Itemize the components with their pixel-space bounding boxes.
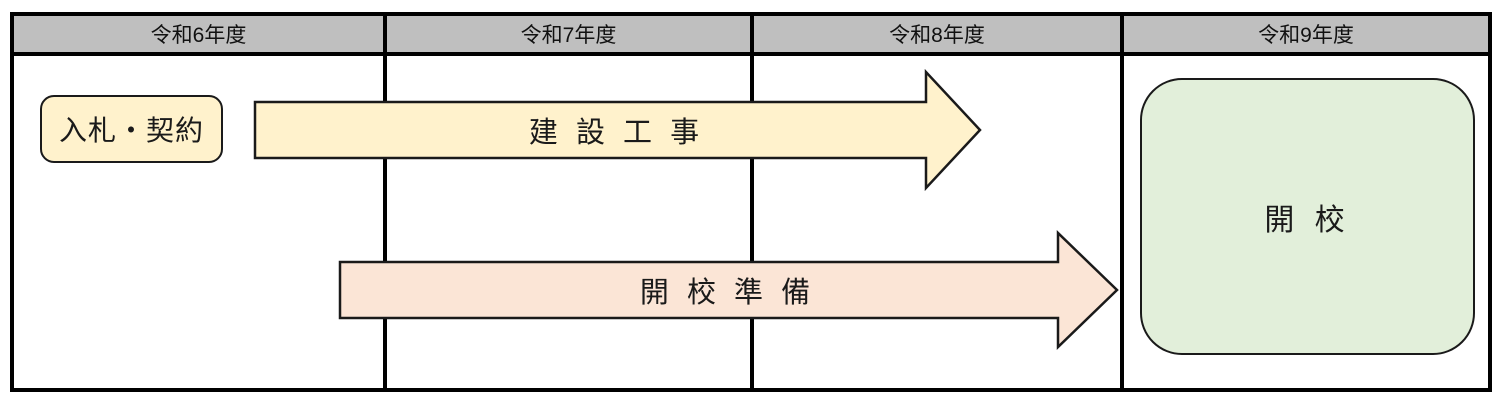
bid-contract-box: 入札・契約 (40, 95, 223, 163)
header-cell-reiwa8: 令和8年度 (889, 24, 985, 47)
column-divider-2 (750, 12, 754, 392)
opening-preparation-arrow-label: 開 校 準 備 (639, 277, 816, 309)
school-opening-label: 開 校 (1264, 203, 1351, 237)
header-cell-reiwa9: 令和9年度 (1258, 24, 1354, 47)
bid-contract-label: 入札・契約 (58, 115, 204, 146)
header-cell-reiwa6: 令和6年度 (150, 24, 247, 47)
column-divider-1 (383, 12, 387, 392)
column-divider-3 (1120, 12, 1124, 392)
school-opening-box: 開 校 (1140, 78, 1475, 355)
construction-arrow-label: 建 設 工 事 (528, 117, 705, 149)
opening-preparation-arrow-shape (338, 230, 1119, 350)
construction-arrow-shape (253, 68, 982, 192)
header-cell-reiwa7: 令和7年度 (520, 24, 617, 47)
construction-arrow (253, 68, 982, 192)
opening-preparation-arrow (338, 230, 1119, 350)
